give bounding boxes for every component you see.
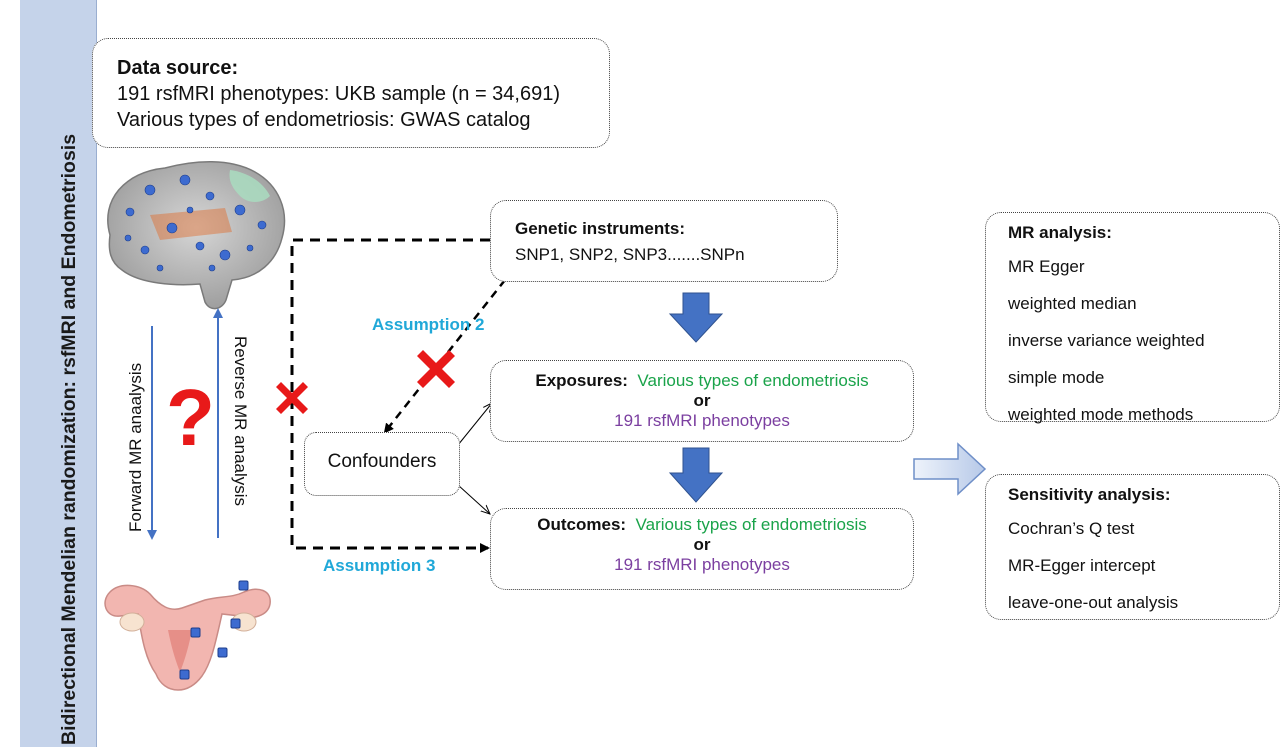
assumption-2-label: Assumption 2 (372, 315, 485, 334)
down-arrow-to-outcomes (668, 447, 724, 503)
exposures-or: or (693, 391, 711, 410)
reverse-mr-label: Reverse MR anaalysis (231, 336, 250, 507)
outcomes-label: Outcomes: (537, 515, 627, 534)
mr-analysis-heading: MR analysis: (1008, 223, 1112, 242)
mr-method-item: MR Egger (1008, 257, 1085, 276)
sensitivity-analysis-heading: Sensitivity analysis: (1008, 485, 1171, 504)
outcomes-option-2: 191 rsfMRI phenotypes (614, 555, 790, 574)
confounders-box: Confounders (304, 432, 460, 496)
sensitivity-method-item: leave-one-out analysis (1008, 593, 1179, 612)
outcomes-option-1: Various types of endometriosis (635, 515, 867, 534)
data-source-line-2: Various types of endometriosis: GWAS cat… (117, 109, 531, 131)
sensitivity-method-item: Cochran’s Q test (1008, 519, 1135, 538)
forward-mr-label: Forward MR anaalysis (126, 362, 145, 532)
dashed-path-assumption-3 (290, 238, 490, 553)
genetic-instruments-box: Genetic instruments: SNP1, SNP2, SNP3...… (490, 200, 838, 282)
assumption-3-label: Assumption 3 (323, 556, 436, 575)
mr-method-item: simple mode (1008, 368, 1105, 387)
red-cross-mark-center (417, 350, 455, 388)
snp-list: SNP1, SNP2, SNP3.......SNPn (515, 245, 745, 264)
mr-analysis-box: MR analysis: MR Egger weighted median in… (985, 212, 1280, 424)
mr-method-item: inverse variance weighted (1008, 331, 1205, 350)
exposures-option-2: 191 rsfMRI phenotypes (614, 411, 790, 430)
data-source-line-1: 191 rsfMRI phenotypes: UKB sample (n = 3… (117, 83, 561, 105)
down-arrow-to-exposures (668, 292, 724, 343)
outcomes-box: Outcomes: Various types of endometriosis… (490, 508, 914, 590)
exposures-option-1: Various types of endometriosis (637, 371, 869, 390)
genetic-instruments-heading: Genetic instruments: (515, 219, 686, 238)
right-arrow-to-analysis (913, 442, 987, 496)
mr-method-item: weighted median (1008, 294, 1137, 313)
exposures-box: Exposures: Various types of endometriosi… (490, 360, 914, 442)
dashed-path-assumption-2 (383, 279, 506, 434)
confounder-to-exposure-arrow (457, 403, 492, 446)
exposures-label: Exposures: (535, 371, 628, 390)
data-source-box: Data source: 191 rsfMRI phenotypes: UKB … (92, 38, 610, 148)
confounder-to-outcome-arrow (457, 484, 490, 514)
sidebar-banner (20, 0, 97, 747)
uterus-illustration (104, 580, 271, 691)
data-source-heading: Data source: (117, 57, 239, 79)
question-mark: ? (166, 373, 215, 462)
red-cross-mark-left (276, 382, 308, 414)
sensitivity-method-item: MR-Egger intercept (1008, 556, 1156, 575)
outcomes-or: or (693, 535, 711, 554)
confounders-label: Confounders (327, 451, 437, 472)
brain-illustration (107, 161, 286, 310)
sensitivity-analysis-box: Sensitivity analysis: Cochran’s Q test M… (985, 474, 1280, 620)
mr-method-item: weighted mode methods (1008, 405, 1194, 424)
